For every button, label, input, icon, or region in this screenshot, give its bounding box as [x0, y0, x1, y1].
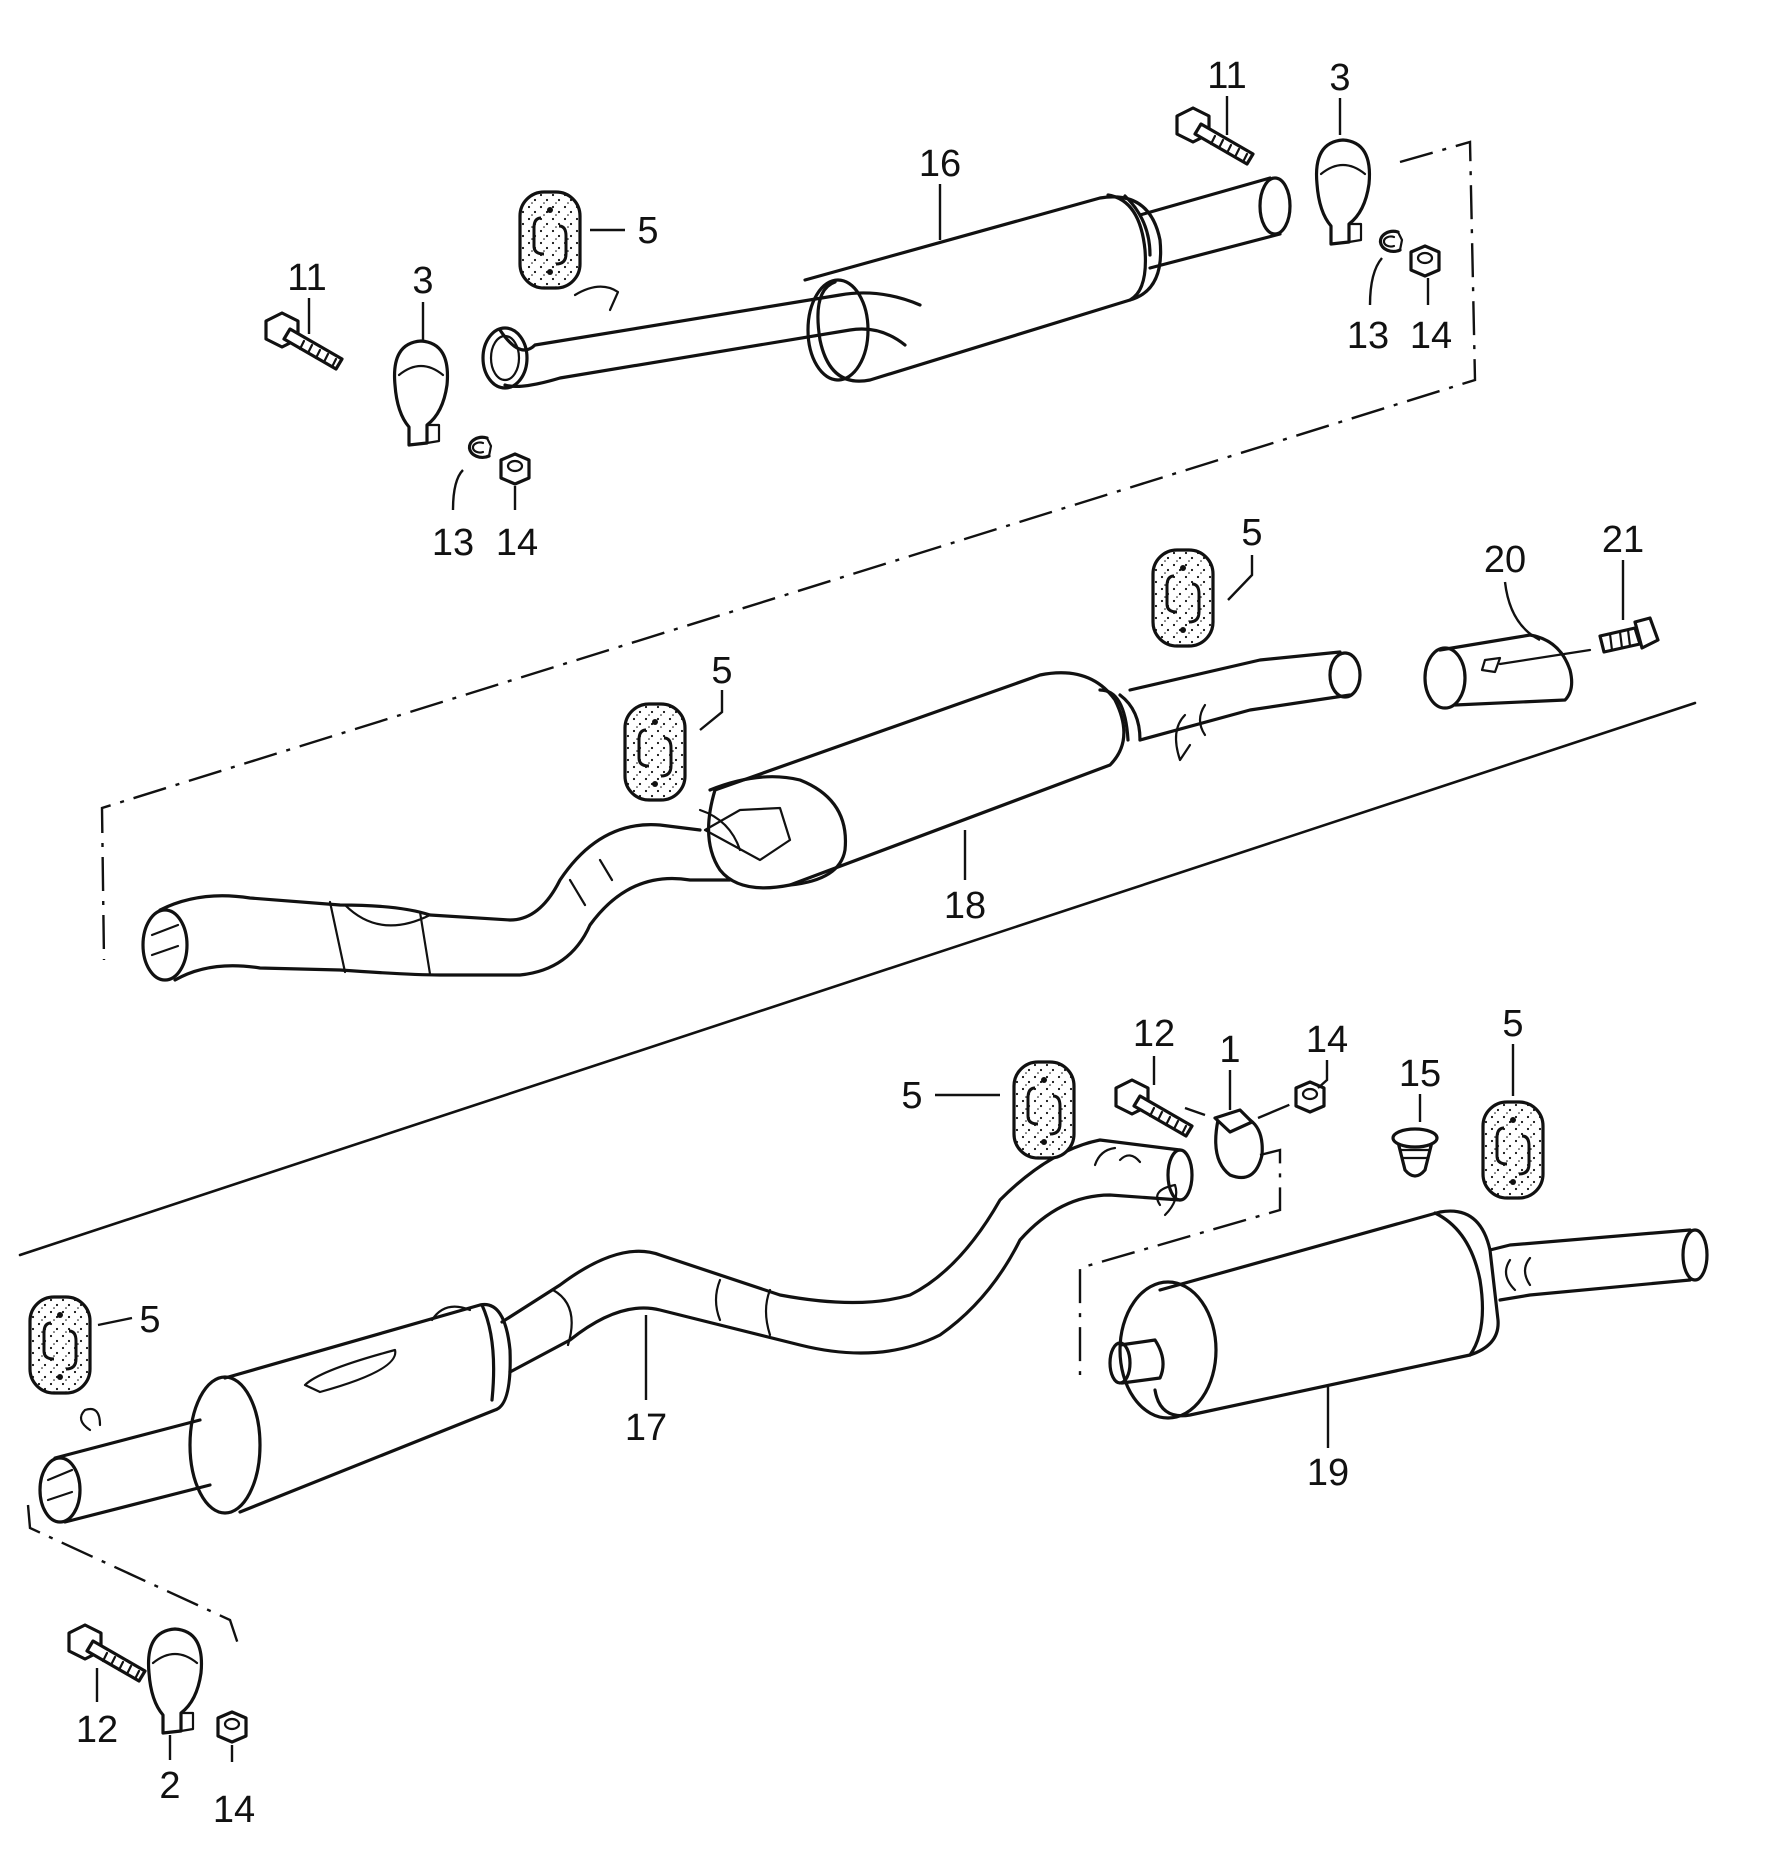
part-label-5: 5: [1502, 1003, 1523, 1045]
part-label-11: 11: [287, 257, 326, 299]
part-label-14: 14: [496, 522, 538, 564]
part-label-11: 11: [1207, 55, 1246, 97]
rubber-hanger-icon: [1151, 548, 1215, 648]
assembly-boundary: [26, 1504, 242, 1651]
part-label-14: 14: [1306, 1019, 1348, 1061]
rubber-hanger-icon: [28, 1295, 92, 1395]
part-label-14: 14: [1410, 315, 1452, 357]
section-separator-line: [18, 701, 1697, 1257]
part-label-17: 17: [625, 1407, 667, 1449]
front-muffler-16: [481, 176, 1292, 390]
part-label-15: 15: [1399, 1053, 1441, 1095]
assembly-boundary: [1078, 1148, 1282, 1375]
bolt-icon: [1175, 106, 1255, 166]
bolt-icon: [67, 1623, 147, 1683]
bolt-icon: [264, 311, 344, 371]
part-label-20: 20: [1484, 539, 1526, 581]
part-label-3: 3: [1329, 57, 1350, 99]
nut-icon: [216, 1710, 248, 1744]
part-label-16: 16: [919, 143, 961, 185]
part-label-13: 13: [432, 522, 474, 564]
part-label-2: 2: [159, 1765, 180, 1807]
screw-21: [1598, 616, 1660, 654]
rubber-hanger-icon: [1481, 1100, 1545, 1200]
rubber-hanger-icon: [1012, 1060, 1076, 1160]
part-label-12: 12: [1133, 1013, 1175, 1055]
lock-washer-icon: [467, 435, 493, 459]
tailpipe-trim-20: [1423, 633, 1574, 710]
part-label-14: 14: [213, 1789, 255, 1831]
part-label-5: 5: [711, 650, 732, 692]
rubber-hanger-icon: [518, 190, 582, 290]
rear-muffler-19: [1108, 1209, 1709, 1420]
nut-icon: [499, 452, 531, 486]
part-label-21: 21: [1602, 519, 1644, 561]
part-label-1: 1: [1219, 1029, 1240, 1071]
part-label-18: 18: [944, 885, 986, 927]
center-muffler-18: [141, 650, 1362, 982]
bolt-icon: [1114, 1078, 1194, 1138]
clamp-icon: [146, 1627, 204, 1735]
part-label-13: 13: [1347, 315, 1389, 357]
clamp-icon: [392, 339, 450, 447]
part-label-19: 19: [1307, 1452, 1349, 1494]
part-label-5: 5: [139, 1299, 160, 1341]
rear-pipe-17: [38, 1138, 1194, 1524]
part-label-5: 5: [901, 1075, 922, 1117]
part-label-5: 5: [637, 210, 658, 252]
part-label-5: 5: [1241, 512, 1262, 554]
clamp-icon: [1314, 138, 1372, 246]
nut-icon: [1409, 244, 1441, 278]
plug-15: [1391, 1127, 1439, 1178]
part-label-12: 12: [76, 1709, 118, 1751]
assembly-boundary: [100, 140, 1477, 961]
clamp-1: [1184, 1106, 1264, 1180]
part-label-3: 3: [412, 260, 433, 302]
lock-washer-icon: [1378, 229, 1404, 253]
rubber-hanger-icon: [623, 702, 687, 802]
